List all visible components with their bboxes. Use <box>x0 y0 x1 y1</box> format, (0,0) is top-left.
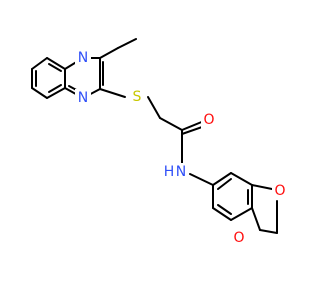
atom-background <box>129 88 145 106</box>
bond <box>159 117 183 131</box>
oxygen-label: O <box>274 183 285 199</box>
bond <box>46 57 66 70</box>
bond-layer <box>31 38 278 234</box>
atom-background <box>75 48 91 66</box>
atom-o: O <box>201 111 217 129</box>
atom-n4: N <box>75 89 91 107</box>
atom-background <box>173 163 189 181</box>
bond <box>46 87 66 99</box>
bond <box>251 184 273 190</box>
molecule-drawing: N N S O N H O <box>31 38 288 247</box>
sulfur-label: S <box>133 89 142 105</box>
bond <box>48 84 62 93</box>
bond <box>259 229 278 234</box>
bond <box>181 120 205 131</box>
bond <box>212 207 232 221</box>
atom-s: S <box>129 88 145 106</box>
atom-nh: N H <box>164 163 189 181</box>
structure-canvas: N N S O N H O <box>31 38 288 247</box>
bond <box>31 87 48 99</box>
hydrogen-label: H <box>164 164 175 180</box>
bond <box>217 204 232 215</box>
bond <box>251 207 261 231</box>
bond <box>189 173 214 186</box>
atom-o1: O <box>272 182 288 200</box>
atom-label-layer: N N S O N H O <box>75 48 288 247</box>
bond <box>117 38 137 49</box>
bond <box>99 47 119 59</box>
nitrogen-label: N <box>176 164 186 180</box>
atom-background <box>201 111 217 129</box>
bond <box>230 172 253 186</box>
bond <box>217 178 232 190</box>
atom-background <box>231 229 247 247</box>
nitrogen-label: N <box>78 90 88 106</box>
atom-background <box>272 182 288 200</box>
bond <box>31 57 48 70</box>
bond <box>147 96 161 119</box>
oxygen-label: O <box>203 112 214 128</box>
bond <box>212 172 232 186</box>
atom-n1: N <box>75 48 91 66</box>
atom-o2: O <box>231 229 247 247</box>
nitrogen-label: N <box>78 50 88 66</box>
oxygen-label: O <box>233 230 244 246</box>
bond <box>48 63 62 72</box>
bond <box>99 88 126 98</box>
bond <box>230 207 253 221</box>
atom-background <box>75 89 91 107</box>
